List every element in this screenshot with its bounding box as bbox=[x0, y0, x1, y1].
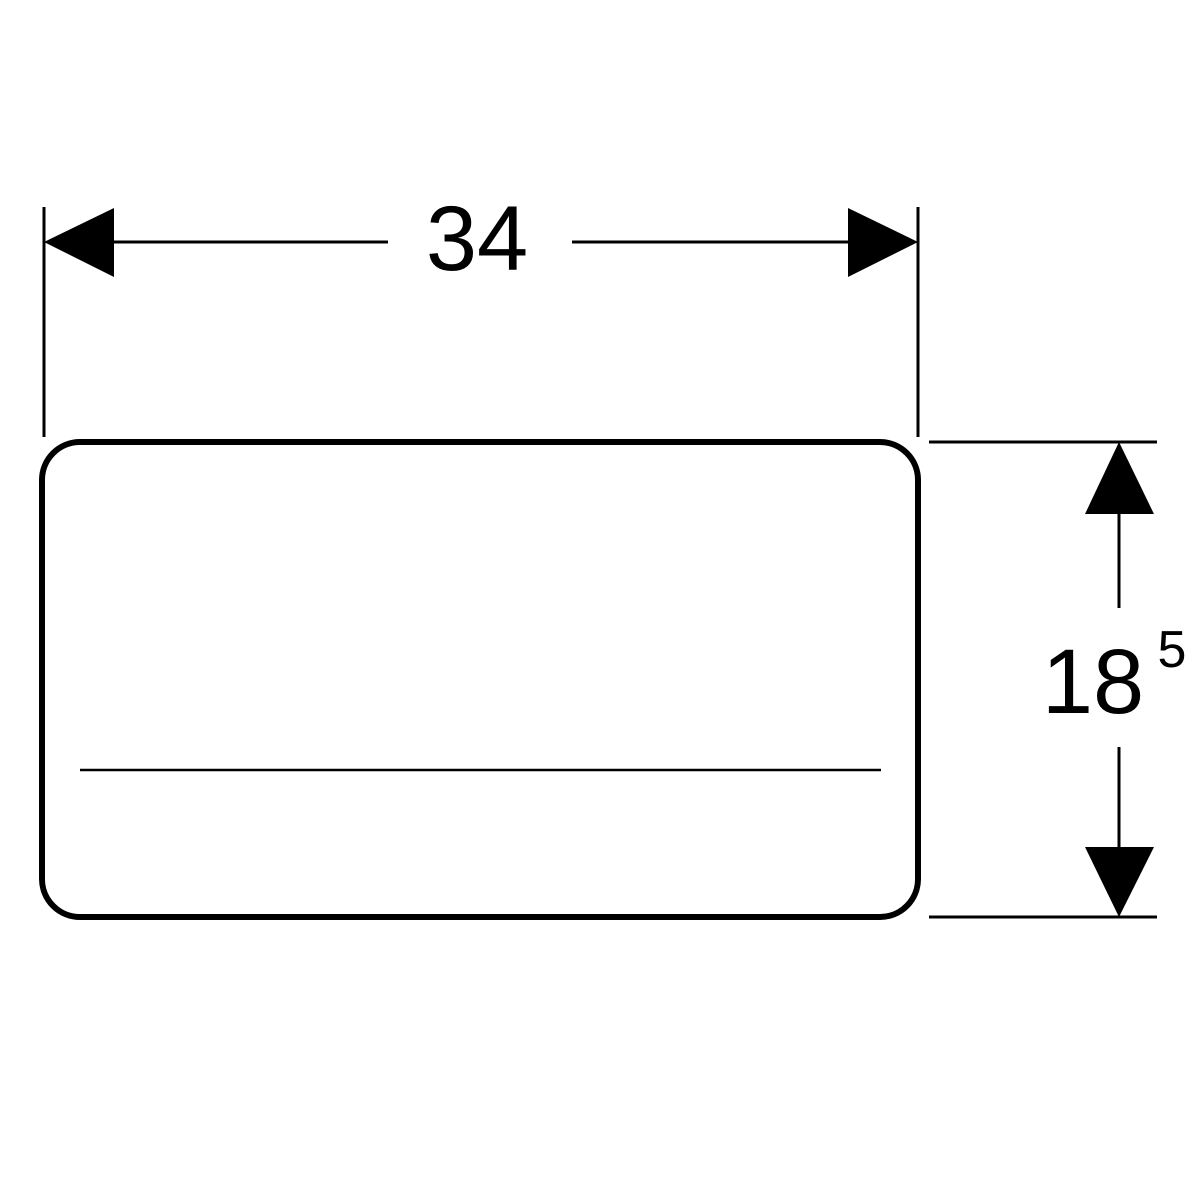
height-value-superscript: 5 bbox=[1158, 621, 1187, 679]
plate-outline bbox=[39, 439, 921, 920]
height-arrowhead-top bbox=[1085, 442, 1154, 514]
width-arrowhead-right bbox=[848, 208, 918, 277]
width-value-label: 34 bbox=[426, 188, 528, 290]
height-dimension: 18 5 bbox=[929, 440, 1187, 919]
width-dimension: 34 bbox=[42, 188, 920, 437]
height-value-label: 18 bbox=[1042, 631, 1144, 733]
height-arrowhead-bottom bbox=[1085, 847, 1154, 917]
width-arrowhead-left bbox=[44, 208, 114, 277]
